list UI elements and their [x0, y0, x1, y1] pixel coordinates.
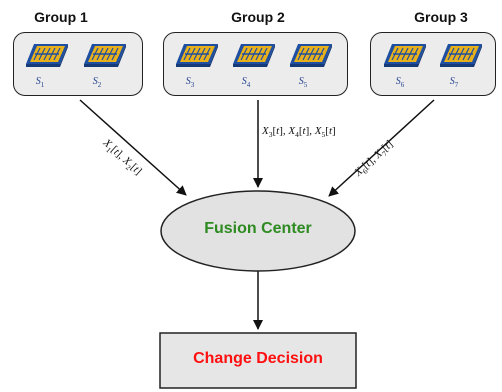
arrow-group3-to-fusion: [328, 99, 435, 197]
sensor-label: S6: [395, 76, 405, 89]
sensor-chip-icon: [233, 44, 275, 67]
arrow-group1-to-fusion: [79, 99, 187, 196]
change-decision-label: Change Decision: [193, 350, 323, 367]
change-decision-node: [159, 332, 357, 389]
sensor-label: S5: [298, 76, 308, 89]
sensor-label: S3: [185, 76, 195, 89]
sensor-label: S7: [449, 76, 459, 89]
fusion-center-node: [160, 190, 356, 272]
sensor-label: S4: [241, 76, 251, 89]
sensor-chip-icon: [384, 44, 426, 67]
signal-label-group2: X3[t], X4[t], X5[t]: [262, 125, 336, 140]
sensor-chip-icon: [290, 44, 332, 67]
group-1-title: Group 1: [34, 9, 88, 25]
sensor-label: S1: [35, 76, 45, 89]
sensor-chip-icon: [440, 44, 482, 67]
group-3-title: Group 3: [414, 9, 468, 25]
sensor-label: S2: [92, 76, 102, 89]
fusion-center-label: Fusion Center: [204, 220, 312, 237]
sensor-chip-icon: [176, 44, 218, 67]
group-2-title: Group 2: [231, 9, 285, 25]
sensor-chip-icon: [26, 44, 68, 67]
sensor-chip-icon: [84, 44, 126, 67]
